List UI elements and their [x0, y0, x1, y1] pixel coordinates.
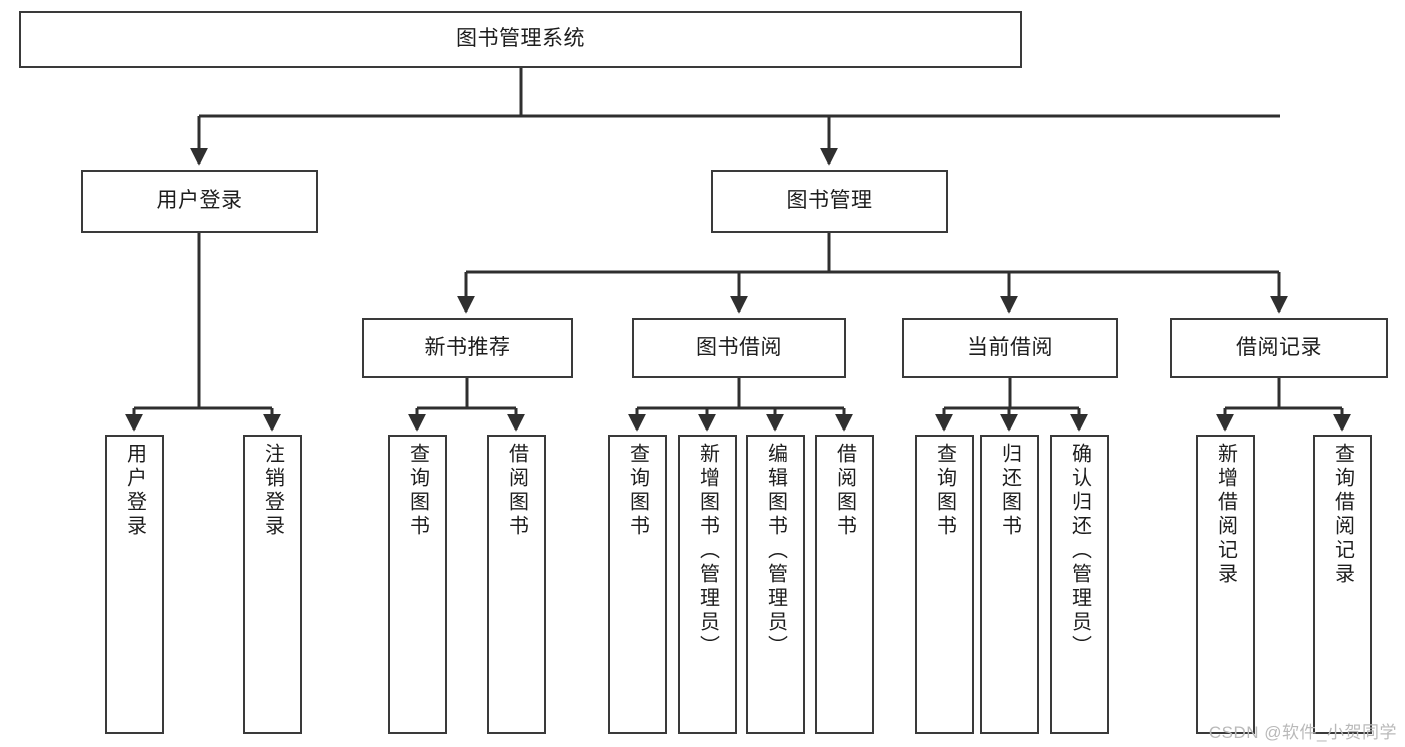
node-borrow-record[interactable]: 借阅记录	[1170, 318, 1388, 378]
node-leaf-logout-label: 注销登录	[261, 443, 284, 539]
node-leaf-edit-book[interactable]: 编辑图书（管理员）	[746, 435, 805, 734]
node-borrow-record-label: 借阅记录	[1236, 335, 1322, 359]
node-leaf-query-record-label: 查询借阅记录	[1331, 443, 1354, 587]
node-user-login[interactable]: 用户登录	[81, 170, 318, 233]
node-leaf-add-record[interactable]: 新增借阅记录	[1196, 435, 1255, 734]
node-leaf-add-book-label: 新增图书（管理员）	[696, 443, 719, 659]
node-book-manage[interactable]: 图书管理	[711, 170, 948, 233]
node-leaf-query-book-1[interactable]: 查询图书	[388, 435, 447, 734]
node-leaf-add-record-label: 新增借阅记录	[1214, 443, 1237, 587]
node-book-borrow[interactable]: 图书借阅	[632, 318, 846, 378]
node-leaf-query-book-3-label: 查询图书	[933, 443, 956, 539]
node-book-manage-label: 图书管理	[786, 189, 873, 213]
node-new-book-rec-label: 新书推荐	[424, 335, 511, 359]
node-leaf-user-login[interactable]: 用户登录	[105, 435, 164, 734]
node-leaf-borrow-book-1[interactable]: 借阅图书	[487, 435, 546, 734]
node-leaf-edit-book-label: 编辑图书（管理员）	[764, 443, 787, 659]
node-current-borrow-label: 当前借阅	[967, 335, 1053, 359]
node-leaf-user-login-label: 用户登录	[123, 443, 146, 539]
node-leaf-return-book[interactable]: 归还图书	[980, 435, 1039, 734]
node-leaf-borrow-book-1-label: 借阅图书	[505, 443, 528, 539]
node-leaf-query-book-3[interactable]: 查询图书	[915, 435, 974, 734]
node-leaf-query-book-2[interactable]: 查询图书	[608, 435, 667, 734]
node-current-borrow[interactable]: 当前借阅	[902, 318, 1118, 378]
node-user-login-label: 用户登录	[156, 189, 243, 213]
node-leaf-return-book-label: 归还图书	[998, 443, 1021, 539]
node-leaf-add-book[interactable]: 新增图书（管理员）	[678, 435, 737, 734]
node-leaf-confirm-return[interactable]: 确认归还（管理员）	[1050, 435, 1109, 734]
node-leaf-query-book-1-label: 查询图书	[406, 443, 429, 539]
node-new-book-rec[interactable]: 新书推荐	[362, 318, 573, 378]
node-leaf-query-record[interactable]: 查询借阅记录	[1313, 435, 1372, 734]
node-root-label: 图书管理系统	[456, 27, 585, 51]
node-root[interactable]: 图书管理系统	[19, 11, 1022, 68]
node-leaf-borrow-book-2[interactable]: 借阅图书	[815, 435, 874, 734]
node-leaf-borrow-book-2-label: 借阅图书	[833, 443, 856, 539]
node-leaf-logout[interactable]: 注销登录	[243, 435, 302, 734]
node-leaf-confirm-return-label: 确认归还（管理员）	[1068, 443, 1091, 659]
node-book-borrow-label: 图书借阅	[696, 335, 782, 359]
watermark: CSDN @软件_小贺同学	[1208, 723, 1397, 742]
node-leaf-query-book-2-label: 查询图书	[626, 443, 649, 539]
